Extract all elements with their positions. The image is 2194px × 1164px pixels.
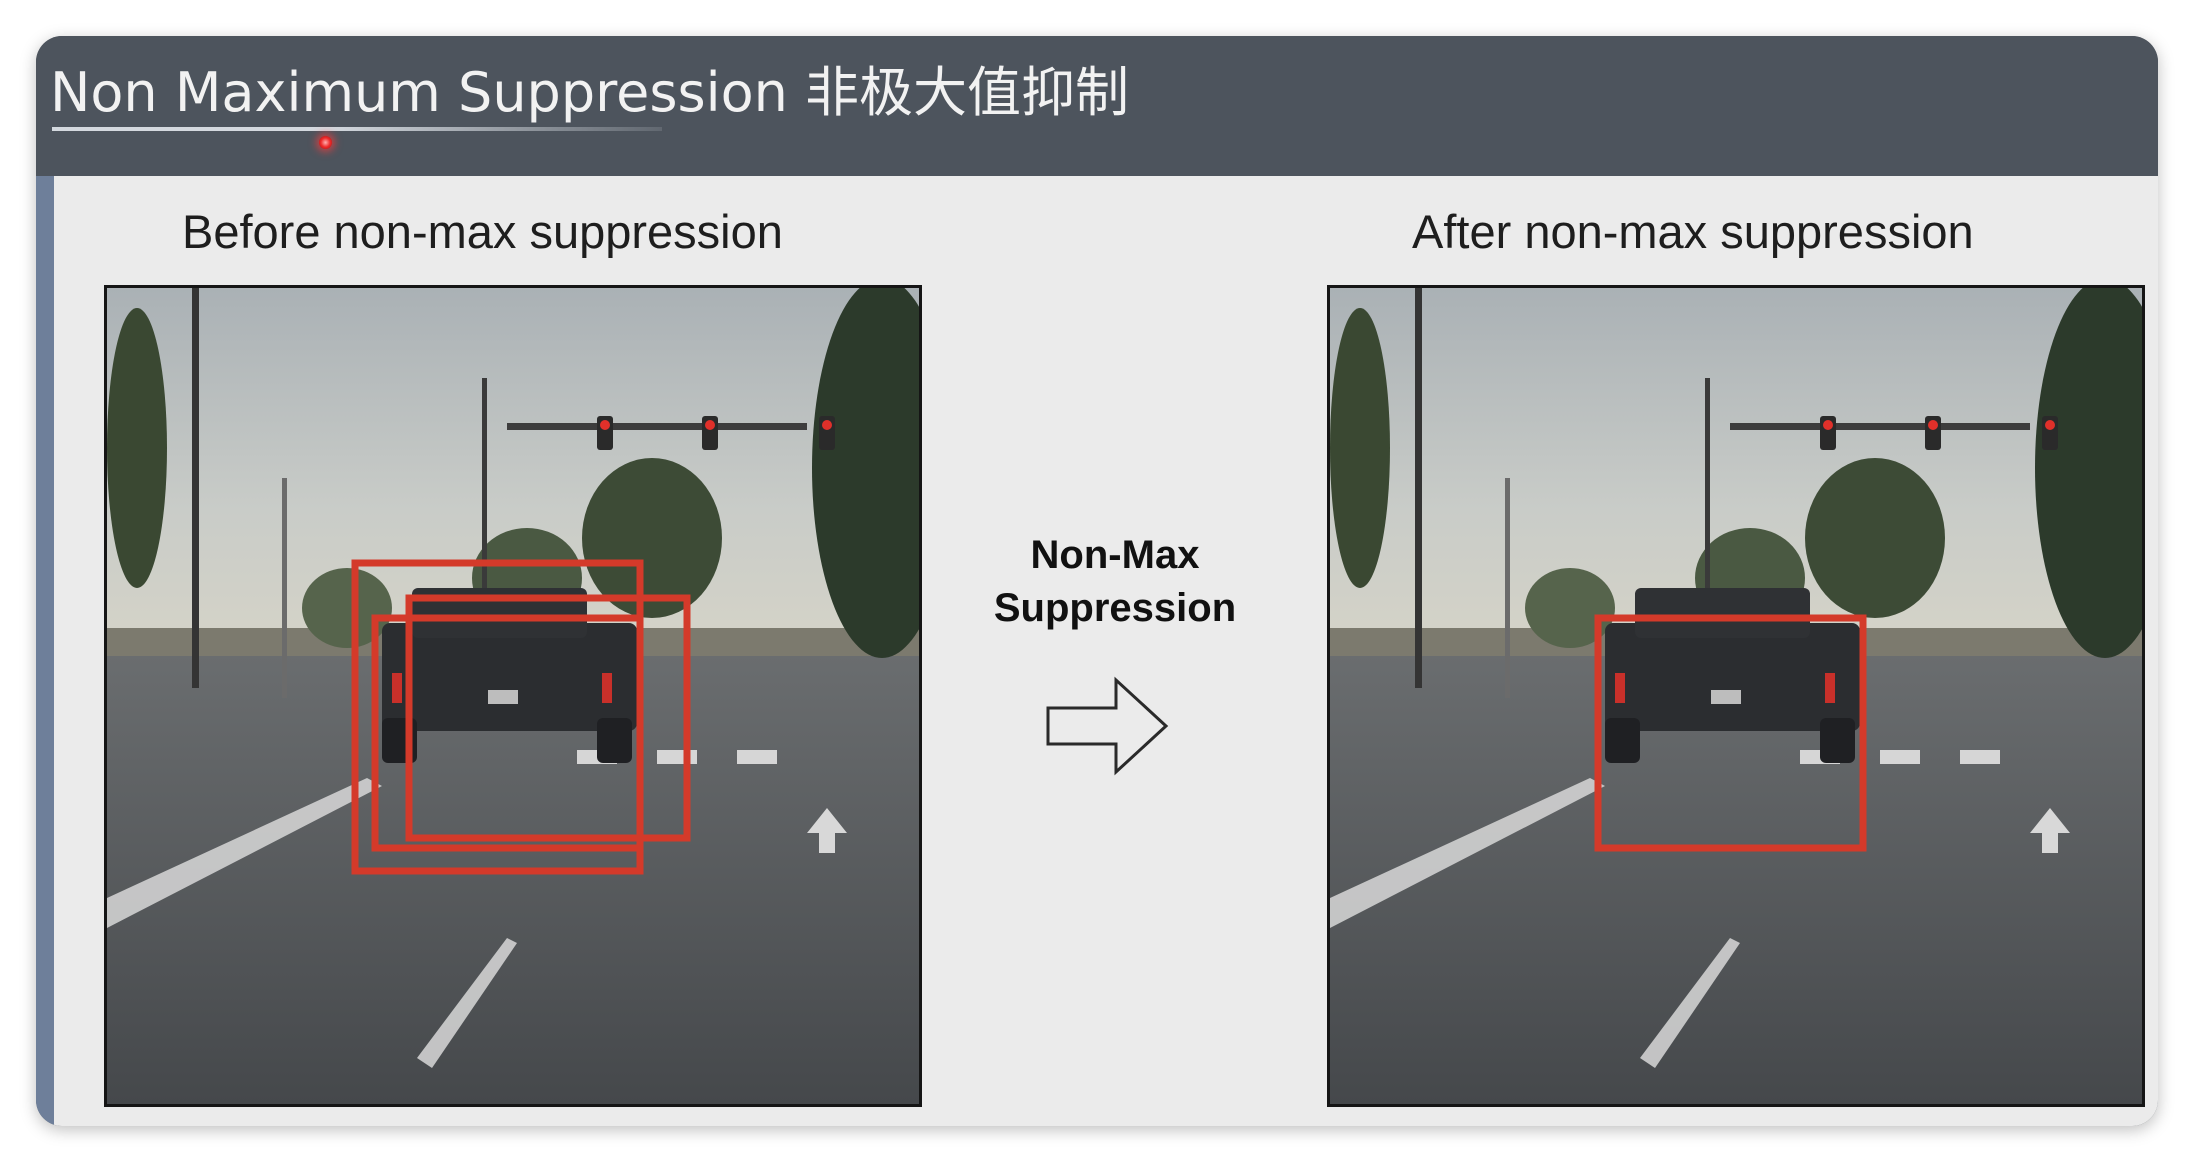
title-underline (52, 127, 662, 131)
after-image (1327, 285, 2145, 1107)
after-scene-illustration (1330, 288, 2142, 1104)
before-caption: Before non-max suppression (182, 205, 783, 258)
laser-pointer-dot (319, 136, 332, 149)
nms-label-line-2: Suppression (993, 586, 1237, 630)
slide-content: Before non-max suppression After non-max… (54, 176, 2158, 1126)
slide-window: Non Maximum Suppression 非极大值抑制 Before no… (36, 36, 2158, 1126)
left-accent-strip (36, 176, 54, 1126)
title-bar: Non Maximum Suppression 非极大值抑制 (36, 36, 2158, 176)
nms-label: Non-Max Suppression (950, 529, 1280, 635)
before-image (104, 285, 922, 1107)
before-scene-illustration (107, 288, 919, 1104)
after-caption: After non-max suppression (1412, 205, 1974, 258)
nms-label-line-1: Non-Max (1030, 533, 1200, 577)
right-arrow-icon (1046, 676, 1169, 776)
slide-title: Non Maximum Suppression 非极大值抑制 (50, 61, 1130, 124)
